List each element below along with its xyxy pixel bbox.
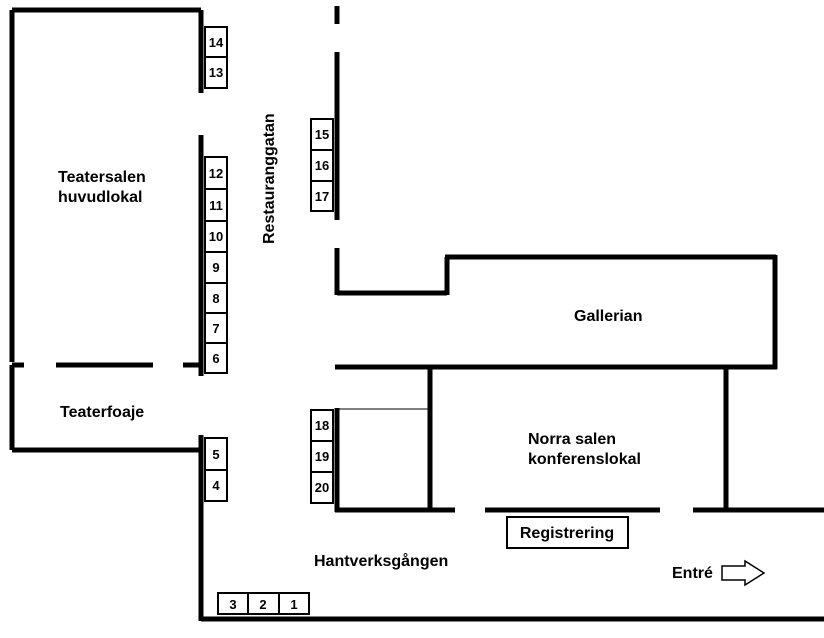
booth-label: 8 <box>212 291 219 306</box>
room-teatersalen: Teatersalen <box>58 169 146 186</box>
room-restauranggatan: Restauranggatan <box>261 113 278 244</box>
room-gallerian: Gallerian <box>574 308 642 325</box>
arrow-right-icon <box>721 559 766 587</box>
booth-4[interactable] <box>204 469 228 502</box>
booth-label: 12 <box>209 166 223 181</box>
booth-label: 16 <box>315 158 329 173</box>
entre-label: Entré <box>672 565 713 582</box>
room-teatersalen-sub: huvudlokal <box>58 189 142 206</box>
booth-17[interactable] <box>310 180 334 212</box>
booth-label: 14 <box>209 35 224 50</box>
booths <box>204 26 334 615</box>
booth-label: 17 <box>315 189 329 204</box>
walls <box>9 6 824 622</box>
booth-label: 1 <box>290 597 297 612</box>
booth-label: 3 <box>229 597 236 612</box>
registrering-label: Registrering <box>520 525 614 542</box>
booth-20[interactable] <box>310 471 334 504</box>
booth-label: 4 <box>212 478 220 493</box>
room-norra-salen: Norra salen <box>528 431 616 448</box>
booth-label: 10 <box>209 229 223 244</box>
booth-label: 11 <box>209 198 223 213</box>
room-hantverksgangen: Hantverksgången <box>314 552 448 570</box>
booth-label: 6 <box>212 351 219 366</box>
booth-label: 9 <box>212 260 219 275</box>
registrering-desk[interactable] <box>506 516 629 549</box>
booth-label: 7 <box>212 321 219 336</box>
booth-label: 19 <box>315 449 329 464</box>
booth-label: 5 <box>212 447 219 462</box>
booth-label: 2 <box>259 597 266 612</box>
booth-6[interactable] <box>204 342 228 374</box>
room-teaterfoaje: Teaterfoaje <box>60 404 144 421</box>
booth-label: 18 <box>315 418 329 433</box>
room-norra-salen-sub: konferenslokal <box>528 451 641 468</box>
booth-13[interactable] <box>204 56 228 89</box>
booth-1[interactable] <box>278 592 310 615</box>
booth-label: 20 <box>315 480 329 495</box>
booth-label: 13 <box>209 65 223 80</box>
booth-label: 15 <box>315 127 329 142</box>
